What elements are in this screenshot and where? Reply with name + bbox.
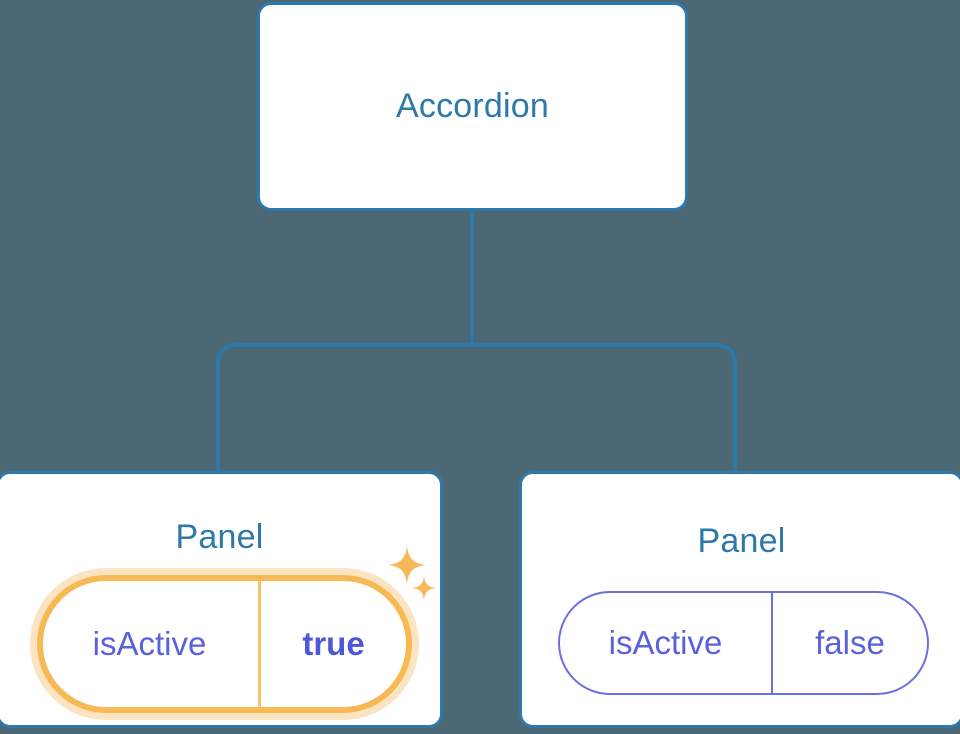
prop-key-label: isActive xyxy=(43,581,261,707)
node-panel-inactive-title: Panel xyxy=(697,522,786,560)
prop-value-label: false xyxy=(815,624,885,661)
prop-value-label: true xyxy=(302,625,365,662)
prop-pill-isactive-true[interactable]: isActive true xyxy=(37,575,412,713)
connector-child-bus xyxy=(216,343,737,472)
node-panel-active[interactable]: Panel isActive true xyxy=(0,471,443,728)
prop-pill-isactive-false[interactable]: isActive false xyxy=(558,591,929,695)
node-accordion[interactable]: Accordion xyxy=(257,2,688,211)
node-accordion-title: Accordion xyxy=(396,87,549,125)
prop-key-label: isActive xyxy=(560,593,773,693)
node-panel-active-title: Panel xyxy=(175,518,264,556)
node-panel-inactive[interactable]: Panel isActive false xyxy=(519,471,960,728)
